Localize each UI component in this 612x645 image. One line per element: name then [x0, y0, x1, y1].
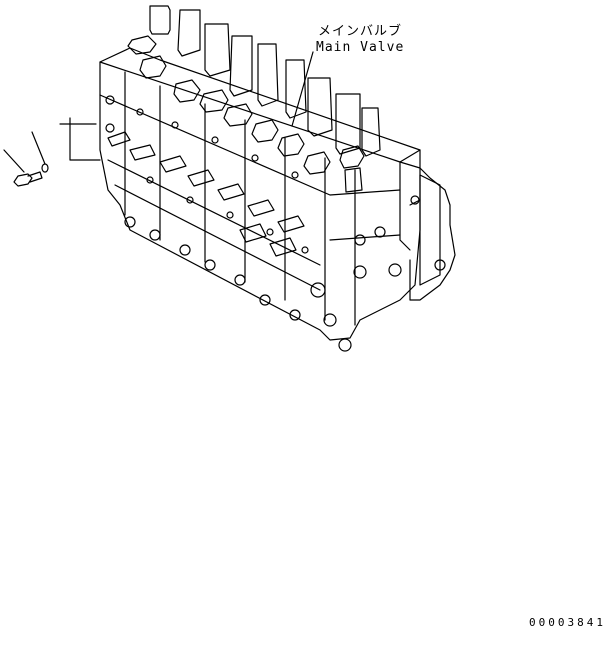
washer-icon — [42, 164, 48, 172]
part-leaders — [4, 118, 100, 172]
callout-title-en: Main Valve — [316, 40, 405, 55]
port-plugs — [106, 96, 445, 351]
fittings — [108, 132, 304, 256]
callout-title-jp: メインバルブ — [318, 24, 403, 39]
spool-caps — [128, 6, 380, 192]
bolt-icon — [14, 172, 42, 186]
callout-leader — [292, 52, 313, 126]
figure-code: 00003841 — [529, 616, 606, 629]
